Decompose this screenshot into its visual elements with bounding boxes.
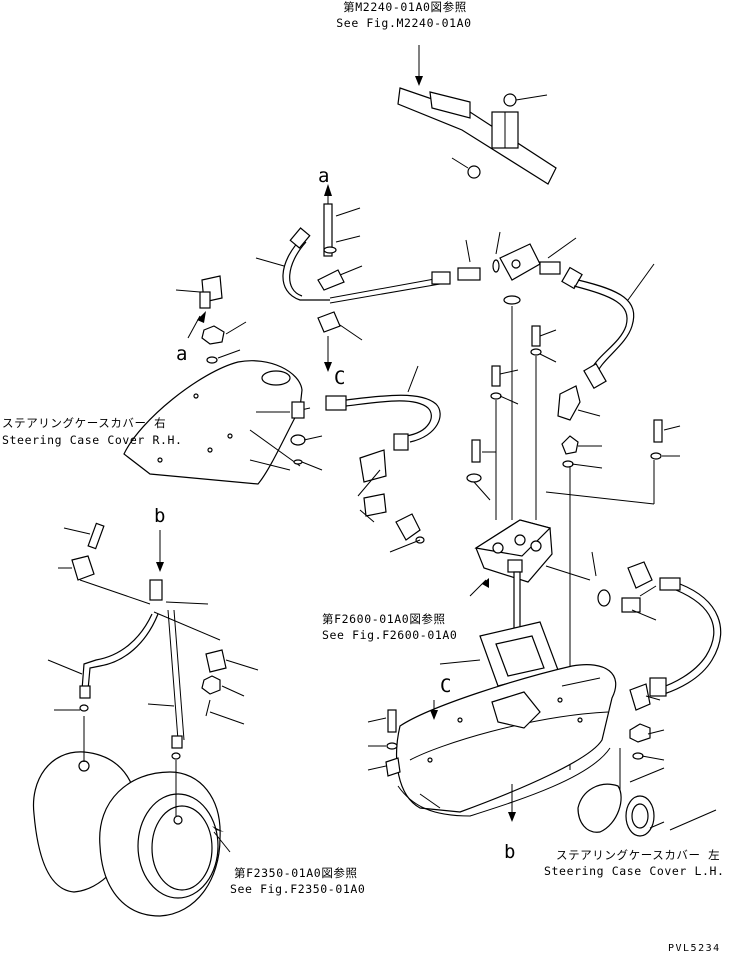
ref-f2350-en: See Fig.F2350-01A0	[230, 882, 366, 896]
right-lower-hose	[577, 551, 722, 837]
ref-m2240-jp: 第M2240-01A0図参照	[343, 0, 467, 14]
drawing-code: PVL5234	[668, 943, 721, 954]
valve-bolts	[466, 295, 681, 770]
ref-m2240-en: See Fig.M2240-01A0	[336, 16, 472, 30]
marker-c-low: C	[440, 675, 452, 697]
marker-a-top: a	[318, 165, 330, 187]
lower-left-piping	[47, 522, 259, 760]
cover-rh	[123, 360, 303, 485]
ref-f2350-jp: 第F2350-01A0図参照	[234, 866, 358, 880]
top-bracket	[397, 45, 557, 185]
left-fittings	[175, 275, 247, 364]
cover-rh-en: Steering Case Cover R.H.	[2, 433, 183, 447]
upper-right-hose	[465, 231, 655, 389]
marker-b-bottom: b	[504, 841, 516, 863]
ref-f2600-jp: 第F2600-01A0図参照	[322, 612, 446, 626]
marker-b-top: b	[154, 505, 166, 527]
cover-rh-jp: ステアリングケースカバー 右	[2, 416, 167, 430]
cover-lh-en: Steering Case Cover L.H.	[544, 864, 725, 878]
marker-a-left: a	[176, 343, 188, 365]
upper-left-hose	[255, 184, 481, 372]
cover-plate	[367, 621, 617, 822]
ref-f2600-en: See Fig.F2600-01A0	[322, 628, 458, 642]
marker-c-mid: C	[334, 367, 346, 389]
cover-lh-jp: ステアリングケースカバー 左	[556, 848, 721, 862]
mid-hose	[256, 365, 441, 553]
transmission-drum	[32, 716, 231, 917]
